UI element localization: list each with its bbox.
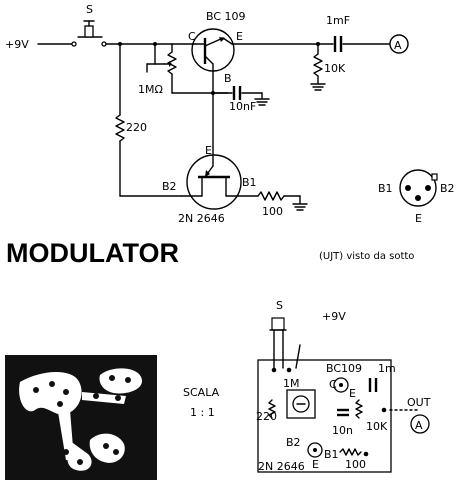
ujt-part-label: 2N 2646	[178, 212, 225, 225]
component-layout-board	[257, 317, 430, 473]
layout-pot-label: 1M	[283, 377, 300, 390]
resistor-100-label: 100	[262, 205, 283, 218]
output-terminal-label: A	[394, 39, 402, 52]
ujt-b2-label: B2	[162, 180, 177, 193]
pcb-artwork	[5, 355, 157, 480]
layout-b2-label: B2	[286, 436, 301, 449]
switch-contact-left	[71, 41, 77, 47]
layout-cap-small-label: 10n	[332, 424, 353, 437]
pinout-e-label: E	[415, 212, 422, 225]
resistor-10k-label: 10K	[324, 62, 346, 75]
layout-cap-out-label: 1m	[378, 362, 396, 375]
layout-switch-label: S	[276, 299, 283, 312]
pot-value-label: 1MΩ	[138, 83, 163, 96]
switch-s-symbol	[77, 20, 103, 38]
circuit-schematic: +9V S BC 109 C E B	[5, 3, 409, 225]
layout-b1-label: B1	[324, 448, 339, 461]
layout-r10k-label: 10K	[366, 420, 388, 433]
capacitor-1mf-symbol	[333, 36, 391, 52]
capacitor-10nf-label: 10nF	[229, 100, 256, 113]
ujt-b1-label: B1	[242, 176, 257, 189]
output-terminal-a	[389, 34, 409, 54]
layout-out-label: OUT	[407, 396, 431, 409]
layout-e2-label: E	[312, 458, 319, 471]
transistor-label: BC 109	[206, 10, 246, 23]
pinout-b1-label: B1	[378, 182, 393, 195]
transistor-bc109-symbol	[191, 28, 235, 94]
layout-r100-label: 100	[345, 458, 366, 471]
scale-value: 1 : 1	[190, 406, 215, 419]
emitter-label: E	[236, 30, 243, 43]
pinout-caption: (UJT) visto da sotto	[319, 251, 414, 262]
potentiometer-1m-symbol	[146, 43, 229, 94]
base-label: B	[224, 72, 232, 85]
scale-label: SCALA	[183, 386, 220, 399]
layout-supply-label: +9V	[322, 310, 346, 323]
ujt-pinout-view	[399, 169, 438, 207]
layout-transistor-label: BC109	[326, 362, 362, 375]
capacitor-10nf-symbol	[212, 86, 270, 106]
layout-e-label: E	[349, 387, 356, 400]
resistor-100-symbol	[257, 191, 308, 211]
layout-terminal-label: A	[415, 419, 423, 432]
ujt-emitter-label: E	[205, 144, 212, 157]
layout-c-label: C	[329, 378, 337, 391]
resistor-10k-symbol	[310, 43, 326, 91]
capacitor-1mf-label: 1mF	[326, 14, 350, 27]
switch-label: S	[86, 3, 93, 16]
collector-label: C	[188, 30, 196, 43]
layout-ujt-label: 2N 2646	[258, 460, 305, 473]
page-title: MODULATOR	[6, 238, 179, 268]
pinout-b2-label: B2	[440, 182, 455, 195]
resistor-220-label: 220	[126, 121, 147, 134]
layout-r220-label: 220	[256, 410, 277, 423]
supply-voltage-label: +9V	[5, 38, 29, 51]
resistor-220-symbol	[115, 43, 183, 197]
ujt-2n2646-symbol	[181, 147, 259, 210]
